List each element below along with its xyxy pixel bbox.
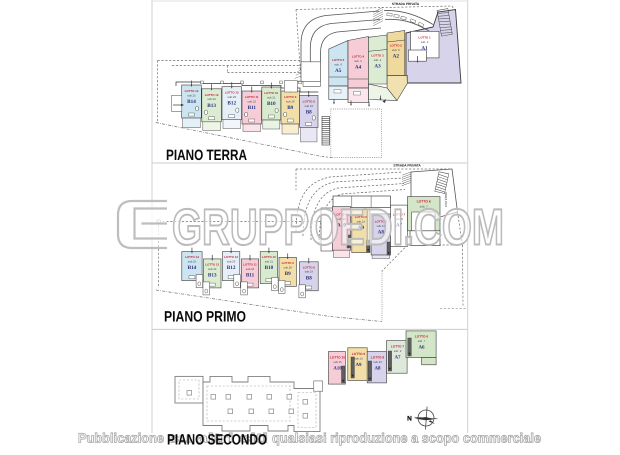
svg-text:STRADA PRIVATA: STRADA PRIVATA xyxy=(393,164,421,168)
svg-text:A9: A9 xyxy=(355,362,362,368)
svg-text:sub.24: sub.24 xyxy=(208,267,217,271)
svg-text:LOTTO 1: LOTTO 1 xyxy=(418,36,431,40)
svg-text:LOTTO 13: LOTTO 13 xyxy=(205,93,219,97)
svg-text:B14: B14 xyxy=(188,265,197,271)
svg-text:B11: B11 xyxy=(248,105,257,111)
svg-text:B12: B12 xyxy=(227,265,236,271)
svg-text:B13: B13 xyxy=(208,272,217,278)
svg-text:sub.14: sub.14 xyxy=(354,356,363,360)
svg-text:sub.21: sub.21 xyxy=(265,260,274,264)
svg-text:A5: A5 xyxy=(335,68,342,74)
svg-text:sub.25: sub.25 xyxy=(188,260,197,264)
svg-text:LOTTO 9: LOTTO 9 xyxy=(352,352,366,356)
svg-text:LOTTO 14: LOTTO 14 xyxy=(185,89,199,93)
svg-text:B10: B10 xyxy=(265,265,274,271)
svg-text:sub.22: sub.22 xyxy=(248,99,257,103)
svg-text:sub.14: sub.14 xyxy=(357,219,366,223)
svg-text:PIANO SECONDO: PIANO SECONDO xyxy=(167,432,267,449)
svg-text:GRUPPOEDI.COM: GRUPPOEDI.COM xyxy=(172,199,504,256)
svg-text:A1: A1 xyxy=(421,46,428,52)
svg-text:LOTTO 5: LOTTO 5 xyxy=(332,58,345,62)
svg-text:sub.22: sub.22 xyxy=(246,267,255,271)
svg-text:A7: A7 xyxy=(394,355,401,361)
svg-text:A8: A8 xyxy=(374,366,381,372)
svg-text:LOTTO 12: LOTTO 12 xyxy=(224,255,238,259)
svg-text:LOTTO 7: LOTTO 7 xyxy=(393,213,406,217)
svg-text:sub. 7: sub. 7 xyxy=(418,339,426,343)
svg-text:sub. 5: sub. 5 xyxy=(354,59,362,63)
svg-text:LOTTO 10: LOTTO 10 xyxy=(330,356,345,360)
svg-text:A10: A10 xyxy=(337,223,346,229)
svg-text:sub.19: sub.19 xyxy=(305,104,314,108)
svg-text:LOTTO 8: LOTTO 8 xyxy=(375,220,388,224)
svg-text:sub.13: sub.13 xyxy=(373,360,382,364)
svg-text:N: N xyxy=(407,416,412,423)
svg-text:sub.25: sub.25 xyxy=(187,93,196,97)
svg-text:LOTTO 7: LOTTO 7 xyxy=(391,345,405,349)
svg-text:A4: A4 xyxy=(355,65,362,71)
svg-text:sub. 9: sub. 9 xyxy=(395,217,403,221)
svg-text:B14: B14 xyxy=(187,99,196,105)
svg-text:LOTTO 12: LOTTO 12 xyxy=(225,91,239,95)
svg-text:sub.15: sub.15 xyxy=(337,217,346,221)
svg-text:B8: B8 xyxy=(306,109,312,115)
svg-text:PIANO PRIMO: PIANO PRIMO xyxy=(164,309,246,326)
svg-text:LOTTO 6: LOTTO 6 xyxy=(417,200,431,204)
svg-text:B9: B9 xyxy=(285,271,291,277)
svg-text:sub. 6: sub. 6 xyxy=(334,62,342,66)
svg-text:LOTTO 14: LOTTO 14 xyxy=(185,255,199,259)
svg-text:B13: B13 xyxy=(207,103,216,109)
svg-text:sub.20: sub.20 xyxy=(286,99,295,103)
svg-text:PIANO TERRA: PIANO TERRA xyxy=(166,147,247,164)
svg-text:LOTTO 11: LOTTO 11 xyxy=(245,95,259,99)
svg-text:sub. 7: sub. 7 xyxy=(420,204,429,208)
svg-text:sub.21: sub.21 xyxy=(267,95,276,99)
svg-text:A6: A6 xyxy=(418,345,425,351)
svg-text:sub. 9: sub. 9 xyxy=(394,349,402,353)
svg-text:A10: A10 xyxy=(333,366,342,372)
svg-text:LOTTO 3: LOTTO 3 xyxy=(371,54,384,58)
svg-text:B12: B12 xyxy=(227,101,236,107)
svg-text:A8: A8 xyxy=(378,230,385,236)
svg-text:LOTTO 10: LOTTO 10 xyxy=(264,91,278,95)
svg-text:LOTTO 10: LOTTO 10 xyxy=(262,255,276,259)
svg-text:LOTTO 11: LOTTO 11 xyxy=(243,262,257,266)
svg-text:sub.24: sub.24 xyxy=(207,97,216,101)
svg-text:LOTTO 8: LOTTO 8 xyxy=(303,99,316,103)
svg-text:qualsiasi riproduzione a scopo: qualsiasi riproduzione a scopo commercia… xyxy=(272,431,541,446)
svg-text:sub.19: sub.19 xyxy=(305,270,314,274)
svg-text:sub. 2: sub. 2 xyxy=(421,40,429,44)
svg-text:B8: B8 xyxy=(306,275,312,281)
svg-text:LOTTO 4: LOTTO 4 xyxy=(352,55,365,59)
svg-text:LOTTO 9: LOTTO 9 xyxy=(284,95,297,99)
svg-text:Pubblicazione: Pubblicazione xyxy=(78,431,164,446)
svg-text:B10: B10 xyxy=(267,101,276,107)
svg-text:LOTTO 13: LOTTO 13 xyxy=(205,262,219,266)
svg-text:LOTTO 8: LOTTO 8 xyxy=(303,265,316,269)
svg-text:sub. 4: sub. 4 xyxy=(374,58,382,62)
svg-text:A2: A2 xyxy=(393,54,400,60)
svg-text:sub.23: sub.23 xyxy=(228,95,237,99)
svg-text:A7: A7 xyxy=(396,223,403,229)
svg-text:su altri siti: su altri siti xyxy=(168,431,268,446)
svg-text:A9: A9 xyxy=(358,225,365,231)
svg-text:B9: B9 xyxy=(287,105,293,111)
svg-text:B11: B11 xyxy=(246,272,255,278)
svg-text:LOTTO 10: LOTTO 10 xyxy=(335,213,349,217)
svg-text:A3: A3 xyxy=(374,64,381,70)
svg-text:sub.23: sub.23 xyxy=(227,260,236,264)
svg-text:LOTTO 2: LOTTO 2 xyxy=(390,44,403,48)
svg-text:sub. 3: sub. 3 xyxy=(392,48,400,52)
svg-text:LOTTO 9: LOTTO 9 xyxy=(282,261,295,265)
svg-text:LOTTO 6: LOTTO 6 xyxy=(415,335,429,339)
svg-text:LOTTO 9: LOTTO 9 xyxy=(355,215,368,219)
svg-text:sub.13: sub.13 xyxy=(377,224,386,228)
svg-text:LOTTO 8: LOTTO 8 xyxy=(371,356,385,360)
svg-text:sub.15: sub.15 xyxy=(333,360,342,364)
svg-text:CISTERNE: CISTERNE xyxy=(444,192,448,207)
svg-text:sub.20: sub.20 xyxy=(283,265,292,269)
svg-text:STRADA PRIVATA: STRADA PRIVATA xyxy=(392,2,420,6)
